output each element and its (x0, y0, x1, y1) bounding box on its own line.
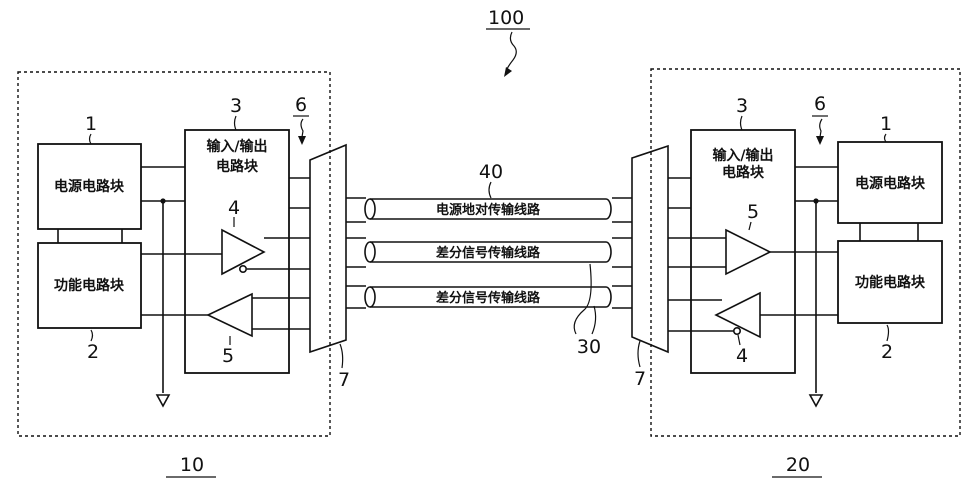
cable3-label: 差分信号传输线路 (436, 290, 541, 306)
right-function-block (837, 240, 943, 324)
right-ground-symbol (808, 394, 824, 408)
left-unit-boundary (17, 71, 331, 437)
right-io-ref-leader (739, 115, 743, 131)
left-power-block-ref: 1 (85, 113, 97, 135)
left-io-ref-leader (233, 115, 237, 131)
left-connector-arrow (298, 136, 306, 145)
right-driver-ref-leader (737, 334, 741, 346)
left-connector-ref: 6 (295, 94, 307, 116)
left-driver-triangle (221, 228, 266, 276)
right-power-ref-leader (883, 133, 887, 143)
left-connector-leader (300, 118, 304, 138)
system-ref-arrow (504, 67, 512, 77)
right-plug-ref: 7 (634, 368, 646, 390)
power-ground-cable-ref: 40 (479, 161, 503, 183)
left-function-block-ref: 2 (87, 341, 99, 363)
cable3-body (370, 286, 612, 308)
system-ref-leader (506, 31, 517, 70)
left-power-ref-leader (88, 133, 92, 145)
right-power-block-label: 电源电路块 (855, 175, 926, 192)
left-plug-ref: 7 (338, 369, 350, 391)
left-plug-ref-leader (339, 343, 344, 369)
differential-cable-leader-a (573, 263, 592, 335)
left-io-block (184, 129, 290, 374)
left-io-label-1: 输入/输出 (206, 138, 267, 155)
right-connector-ref: 6 (814, 93, 826, 115)
right-unit-boundary (650, 68, 961, 437)
right-plug (631, 144, 669, 354)
cable1-body (370, 198, 612, 220)
right-plug-ref-leader (637, 340, 641, 368)
system-ref-label: 100 (488, 7, 524, 29)
left-function-block-label: 功能电路块 (54, 277, 125, 294)
left-power-block (37, 143, 142, 230)
right-function-ref-leader (886, 324, 890, 342)
left-function-ref-leader (90, 329, 94, 342)
right-power-block-ref: 1 (880, 113, 892, 135)
right-connector-arrow (816, 136, 824, 145)
left-plug (309, 143, 347, 354)
left-io-label-2: 电路块 (216, 158, 259, 175)
right-driver-ref: 4 (736, 345, 748, 367)
power-ground-cable-leader (488, 181, 492, 199)
right-connector-leader (819, 118, 823, 138)
differential-cable-ref: 30 (577, 336, 601, 358)
cable2-label: 差分信号传输线路 (436, 245, 541, 261)
differential-cable-leader-b (591, 305, 597, 335)
right-receiver-ref: 5 (747, 201, 759, 223)
right-receiver-triangle (725, 228, 772, 276)
right-io-ref: 3 (736, 95, 748, 117)
left-io-ref: 3 (230, 95, 242, 117)
left-receiver-triangle (206, 292, 253, 338)
cable1-end-left (364, 198, 376, 220)
right-power-block (837, 141, 943, 224)
right-function-block-label: 功能电路块 (855, 274, 926, 291)
left-driver-invert-bubble (239, 264, 248, 273)
cable3-end-left (364, 286, 376, 308)
left-driver-ref: 4 (228, 197, 240, 219)
right-function-block-ref: 2 (881, 341, 893, 363)
left-ground-symbol (155, 394, 171, 408)
cable2-body (370, 241, 612, 263)
right-receiver-ref-leader (748, 221, 752, 231)
left-function-block (37, 242, 142, 329)
right-io-label-1: 输入/输出 (712, 147, 773, 164)
right-io-label-2: 电路块 (722, 164, 765, 181)
left-power-block-label: 电源电路块 (54, 178, 125, 195)
cable1-label: 电源地对传输线路 (436, 202, 541, 218)
cable2-end-left (364, 241, 376, 263)
right-unit-ref: 20 (786, 454, 810, 476)
left-unit-ref: 10 (180, 454, 204, 476)
left-receiver-ref: 5 (222, 345, 234, 367)
